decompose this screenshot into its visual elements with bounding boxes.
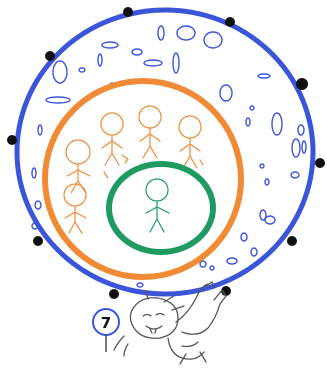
oval (298, 125, 304, 135)
oval (265, 179, 269, 185)
orange-person (101, 113, 123, 165)
oval (144, 60, 162, 66)
oval (79, 68, 85, 72)
oval (173, 53, 179, 73)
ring-dot (287, 236, 297, 246)
oval (251, 248, 257, 256)
oval (32, 168, 36, 178)
oval (241, 233, 247, 241)
oval (53, 61, 67, 83)
oval (132, 49, 142, 55)
oval (38, 125, 42, 135)
ring-dot (296, 78, 308, 90)
orange-person (179, 116, 201, 168)
oval (98, 54, 102, 66)
ring-dot (45, 51, 55, 61)
ring-dot (7, 135, 17, 145)
oval (204, 32, 222, 48)
oval (272, 113, 282, 135)
oval (250, 106, 254, 110)
ring-dot (109, 289, 119, 299)
oval (291, 172, 299, 178)
oval (292, 139, 300, 157)
oval (46, 97, 70, 103)
oval (158, 26, 164, 40)
ring-dots (7, 7, 325, 299)
oval (200, 261, 206, 267)
ring-dot (315, 158, 325, 168)
oval (260, 164, 264, 168)
oval (177, 26, 195, 40)
oval (258, 74, 270, 78)
ring-dot (33, 236, 43, 246)
oval (210, 266, 214, 270)
badge-number: 7 (101, 314, 111, 332)
oval (35, 201, 41, 209)
oval (137, 283, 143, 287)
number-badge: 7 (93, 309, 119, 352)
oval (265, 216, 275, 224)
ring-dot (123, 7, 133, 17)
orange-person (139, 106, 161, 158)
oval (227, 258, 237, 264)
oval (246, 118, 250, 126)
oval (302, 141, 306, 153)
green-person (146, 179, 169, 232)
ring-dot (225, 17, 235, 27)
oval (102, 42, 118, 48)
orange-person (64, 184, 86, 233)
inner-green-ring (109, 164, 213, 252)
oval (220, 85, 232, 101)
